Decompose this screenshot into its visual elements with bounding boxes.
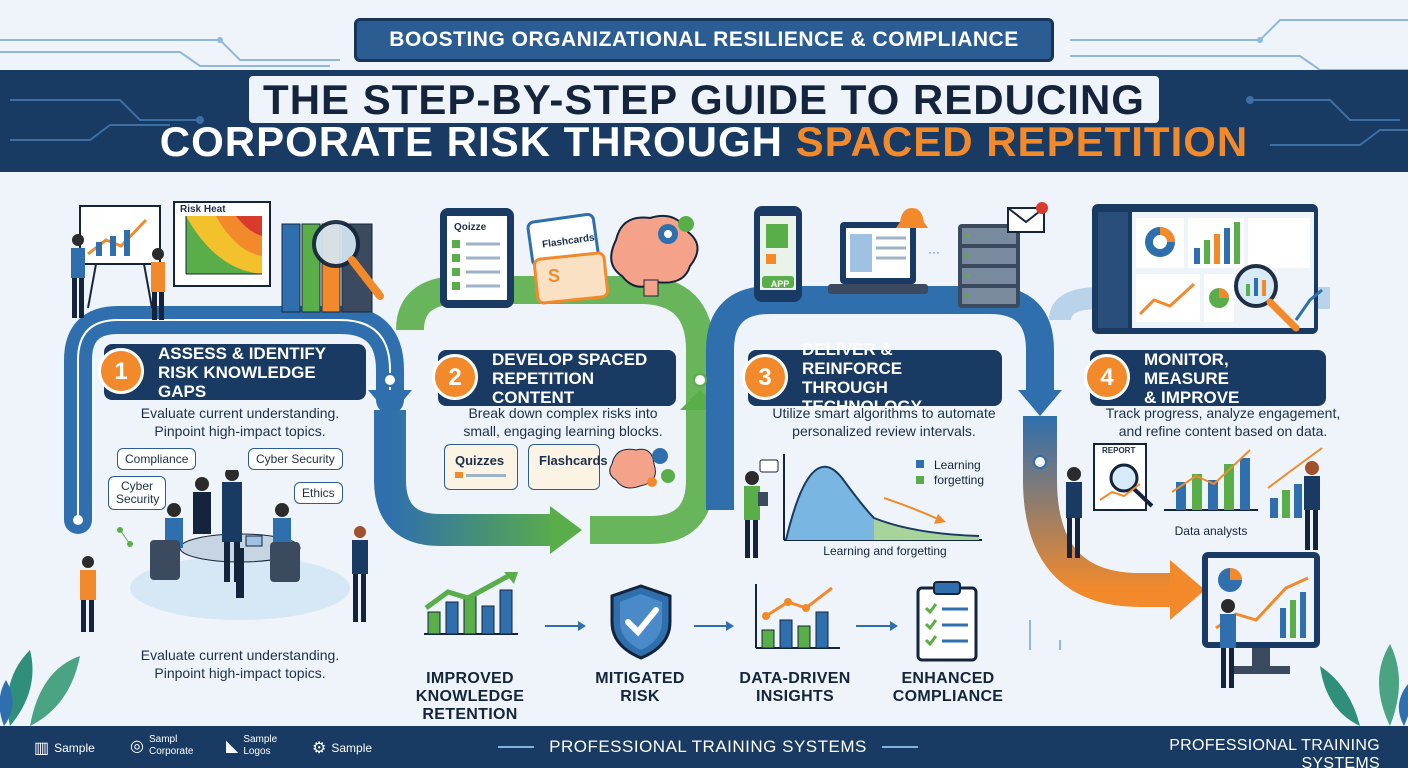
triangle-logo-icon: ◣ <box>226 738 239 755</box>
step1-description: Evaluate current understanding.Pinpoint … <box>140 405 340 439</box>
data-analysts-caption: Data analysts <box>1174 524 1248 538</box>
step4-number: 4 <box>1084 354 1130 400</box>
subtitle-banner: BOOSTING ORGANIZATIONAL RESILIENCE & COM… <box>354 18 1054 62</box>
forgetting-curve-chart <box>744 454 982 558</box>
svg-text:···: ··· <box>928 245 940 259</box>
report-label: REPORT <box>1102 446 1136 455</box>
heatmap-label: Risk Heat <box>180 204 226 215</box>
data-analysts-illustration <box>1066 443 1323 558</box>
shield-check-icon <box>610 584 672 660</box>
legend-forgetting: forgetting <box>934 473 985 487</box>
clipboard-checklist-icon <box>916 581 978 662</box>
footer-center-text: PROFESSIONAL TRAINING SYSTEMS <box>549 737 867 756</box>
step4-header: 4 MONITOR, MEASURE& IMPROVE <box>1084 350 1326 407</box>
chart-caption: Learning and forgetting <box>823 544 947 558</box>
title-highlight: SPACED REPETITION <box>795 118 1249 165</box>
meeting-illustration <box>80 470 368 632</box>
bar-logo-icon: ▥ <box>34 740 50 757</box>
tag-compliance: Compliance <box>117 448 197 470</box>
tag-cyber-security-2: Cyber Security <box>108 476 166 510</box>
step3-number: 3 <box>742 354 788 400</box>
monitor-analytics-illustration <box>1202 552 1320 688</box>
footer-divider-right <box>882 746 918 748</box>
step2-illustration: S <box>440 208 699 308</box>
step4-description: Track progress, analyze engagement,and r… <box>1105 405 1341 439</box>
step1-bottom-note: Evaluate current understanding.Pinpoint … <box>140 647 340 681</box>
footer-right-text: PROFESSIONAL TRAINING SYSTEMS <box>1169 737 1380 768</box>
step2-number: 2 <box>432 354 478 400</box>
step1-title-line2: RISK KNOWLEDGE GAPS <box>158 362 316 401</box>
step3-illustration: ··· ··· <box>754 202 1048 309</box>
quizzes-card: Quizzes <box>444 444 518 490</box>
tablet-label: Qoizze <box>454 222 487 233</box>
app-label: APP <box>770 279 790 289</box>
footer-logo-1: ▥Sample <box>34 740 95 757</box>
line-chart-icon <box>755 584 840 649</box>
flashcards-card: Flashcards <box>528 444 608 490</box>
tag-cyber-security: Cyber Security <box>248 448 343 470</box>
footer-divider-left <box>498 746 534 748</box>
swirl-logo-icon: ◎ <box>130 738 144 755</box>
page-title-line2: CORPORATE RISK THROUGH SPACED REPETITION <box>159 118 1249 165</box>
brain-gears-icon <box>609 448 675 489</box>
step1-number: 1 <box>98 348 144 394</box>
leaf-decoration-left <box>0 650 80 726</box>
tag-ethics: Ethics <box>294 482 343 504</box>
step4-dashboard-illustration <box>1092 204 1323 334</box>
title-circuit-decoration <box>10 96 1408 146</box>
gear-logo-icon: ⚙ <box>312 740 327 757</box>
step1-title-line1: ASSESS & IDENTIFY <box>158 343 327 363</box>
leaf-decoration-right <box>1320 644 1408 726</box>
svg-text:S: S <box>548 266 560 286</box>
legend-learning: Learning <box>934 458 981 472</box>
page-title-line1: THE STEP-BY-STEP GUIDE TO REDUCING <box>0 76 1408 124</box>
step1-illustration <box>71 201 384 320</box>
footer-logo-4: ⚙Sample <box>312 740 373 757</box>
process-flow-path <box>64 276 1330 650</box>
svg-text:···: ··· <box>758 295 770 309</box>
footer <box>0 726 1408 768</box>
bar-chart-icon <box>424 571 518 635</box>
